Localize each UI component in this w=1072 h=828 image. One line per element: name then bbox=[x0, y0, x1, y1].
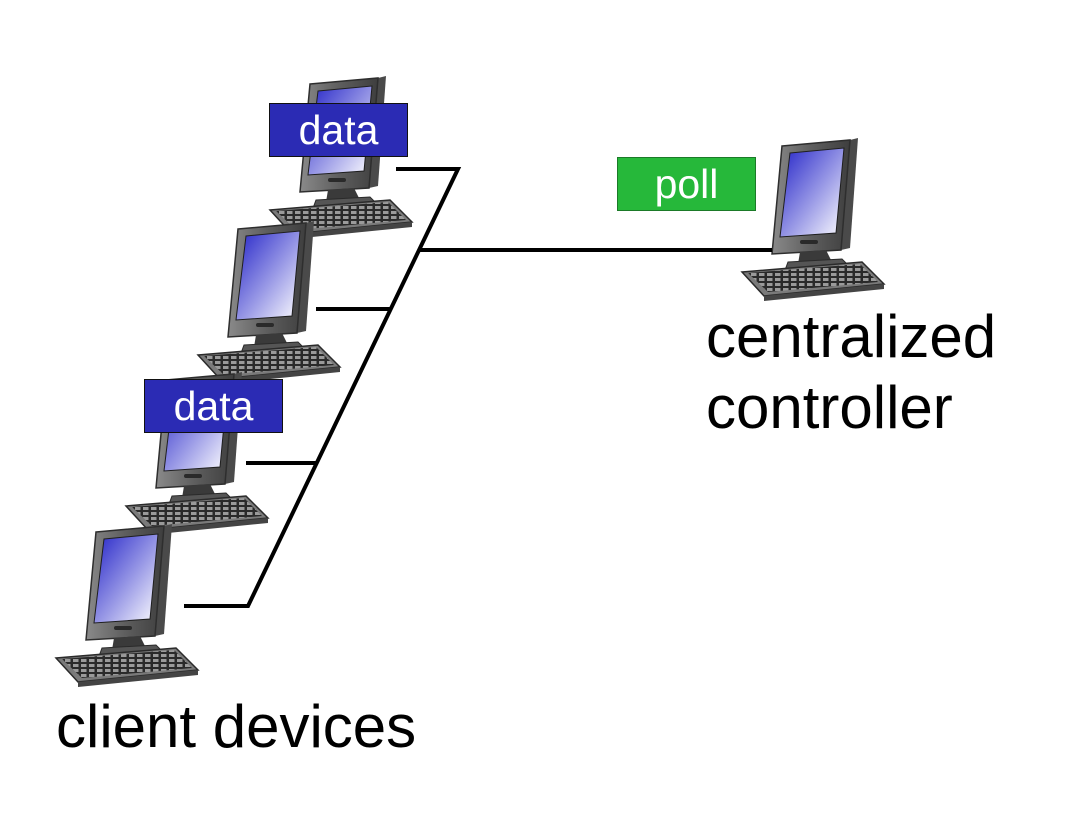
client-computer-1-icon bbox=[269, 75, 413, 240]
network-wires bbox=[184, 167, 772, 608]
controller-caption-line-2: controller bbox=[706, 373, 953, 441]
data-message-tag-third: data bbox=[144, 379, 283, 433]
controller-caption: centralized controller bbox=[706, 302, 996, 444]
client-devices-caption: client devices bbox=[56, 693, 417, 760]
controller-computer-icon bbox=[741, 137, 885, 302]
shared-bus-wire bbox=[184, 167, 462, 608]
client-computer-4-icon bbox=[55, 523, 199, 688]
client-computer-2-icon bbox=[197, 220, 341, 385]
controller-caption-line-1: centralized bbox=[706, 303, 997, 370]
poll-message-tag: poll bbox=[617, 157, 756, 211]
data-message-tag-top: data bbox=[269, 103, 408, 157]
